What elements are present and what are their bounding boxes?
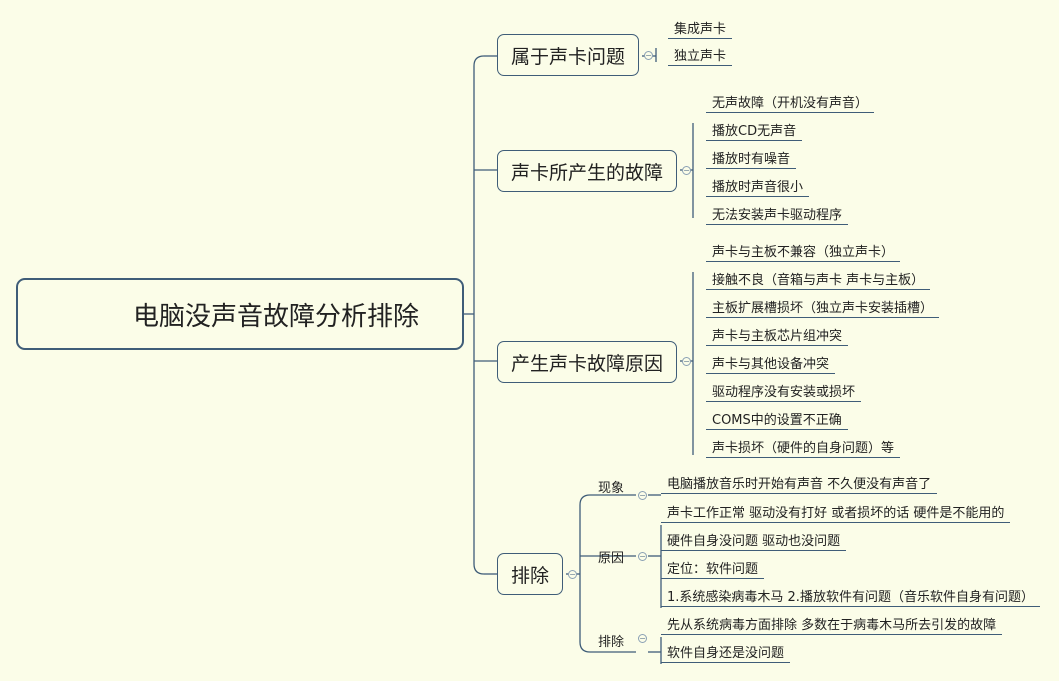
leaf-fault-4[interactable]: 播放时声音很小 xyxy=(706,180,810,197)
leaf-cause-2[interactable]: 接触不良（音箱与声卡 声卡与主板） xyxy=(706,273,931,290)
subgroup-fix[interactable]: 排除 xyxy=(598,635,625,650)
leaf-symptom-1[interactable]: 电脑播放音乐时开始有声音 不久便没有声音了 xyxy=(661,477,938,494)
leaf-fault-3[interactable]: 播放时有噪音 xyxy=(706,152,797,169)
leaf-cause-7[interactable]: COMS中的设置不正确 xyxy=(706,413,848,430)
subgroup-symptom[interactable]: 现象 xyxy=(598,481,625,496)
collapse-toggle-icon[interactable]: − xyxy=(644,51,653,60)
leaf-fault-1[interactable]: 无声故障（开机没有声音） xyxy=(706,96,875,113)
branch-sound-card-issue[interactable]: 属于声卡问题 xyxy=(497,34,640,76)
subgroup-cause[interactable]: 原因 xyxy=(598,551,625,566)
leaf-cause-8[interactable]: 声卡损坏（硬件的自身问题）等 xyxy=(706,441,901,458)
leaf-cause-detail-4[interactable]: 1.系统感染病毒木马 2.播放软件有问题（音乐软件自身有问题） xyxy=(661,590,1040,607)
branch-fault-causes[interactable]: 产生声卡故障原因 xyxy=(497,341,678,383)
collapse-toggle-icon[interactable]: − xyxy=(682,166,691,175)
leaf-cause-detail-2[interactable]: 硬件自身没问题 驱动也没问题 xyxy=(661,534,847,551)
leaf-cause-4[interactable]: 声卡与主板芯片组冲突 xyxy=(706,329,849,346)
collapse-toggle-icon[interactable]: − xyxy=(682,357,691,366)
branch-sound-card-faults[interactable]: 声卡所产生的故障 xyxy=(497,150,678,192)
leaf-fault-5[interactable]: 无法安装声卡驱动程序 xyxy=(706,208,849,225)
leaf-integrated-sound-card[interactable]: 集成声卡 xyxy=(668,22,733,39)
branch-label: 排除 xyxy=(511,564,550,587)
leaf-fix-1[interactable]: 先从系统病毒方面排除 多数在于病毒木马所去引发的故障 xyxy=(661,618,1003,635)
leaf-fault-2[interactable]: 播放CD无声音 xyxy=(706,124,803,141)
branch-label: 属于声卡问题 xyxy=(511,45,626,68)
leaf-cause-6[interactable]: 驱动程序没有安装或损坏 xyxy=(706,385,862,402)
collapse-toggle-icon[interactable]: − xyxy=(568,570,577,579)
leaf-cause-1[interactable]: 声卡与主板不兼容（独立声卡） xyxy=(706,245,901,262)
branch-troubleshooting[interactable]: 排除 xyxy=(497,553,564,595)
branch-label: 声卡所产生的故障 xyxy=(511,161,664,184)
root-topic-label: 电脑没声音故障分析排除 xyxy=(133,301,420,332)
leaf-cause-detail-1[interactable]: 声卡工作正常 驱动没有打好 或者损坏的话 硬件是不能用的 xyxy=(661,506,1011,523)
branch-label: 产生声卡故障原因 xyxy=(511,352,664,375)
leaf-fix-2[interactable]: 软件自身还是没问题 xyxy=(661,646,791,663)
leaf-cause-5[interactable]: 声卡与其他设备冲突 xyxy=(706,357,836,374)
collapse-toggle-icon[interactable]: − xyxy=(638,552,647,561)
root-topic[interactable]: 电脑没声音故障分析排除 xyxy=(16,278,464,350)
leaf-cause-detail-3[interactable]: 定位：软件问题 xyxy=(661,562,765,579)
leaf-discrete-sound-card[interactable]: 独立声卡 xyxy=(668,49,733,66)
collapse-toggle-icon[interactable]: − xyxy=(638,491,647,500)
collapse-toggle-icon[interactable]: − xyxy=(638,634,647,643)
leaf-cause-3[interactable]: 主板扩展槽损坏（独立声卡安装插槽） xyxy=(706,301,940,318)
